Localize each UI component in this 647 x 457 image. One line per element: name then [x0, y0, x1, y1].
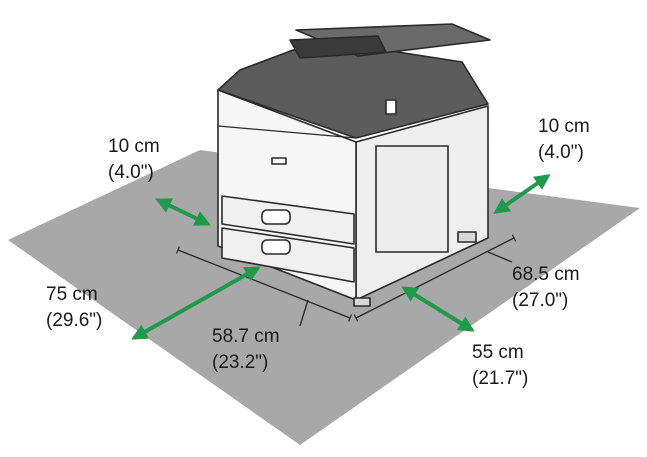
top-right-cm-label: 10 cm	[538, 116, 590, 137]
front-width-in-label: (23.2")	[212, 352, 268, 373]
depth-leader	[487, 251, 513, 263]
front-width-leader	[299, 299, 309, 327]
tray-2-handle	[261, 239, 291, 255]
front-clearance-arrow	[401, 286, 475, 332]
top-right-clearance-arrow	[493, 174, 551, 214]
front-label	[271, 157, 287, 165]
top-left-in-label: (4.0")	[108, 162, 154, 183]
front-cm-label: 55 cm	[472, 342, 524, 363]
clearance-arrows	[131, 174, 551, 340]
left-clearance-arrow	[131, 266, 261, 340]
top-left-cm-label: 10 cm	[108, 136, 160, 157]
left-cm-label: 75 cm	[46, 284, 98, 305]
clearance-labels: 10 cm (4.0") 75 cm (29.6") 58.7 cm (23.2…	[46, 116, 590, 389]
dimension-lines	[176, 234, 517, 327]
depth-dim-line	[353, 234, 517, 322]
front-width-cm-label: 58.7 cm	[212, 326, 280, 347]
side-door	[375, 145, 449, 253]
depth-cm-label: 68.5 cm	[512, 264, 580, 285]
printer-foot-right	[457, 231, 477, 243]
depth-in-label: (27.0")	[512, 290, 568, 311]
front-width-dim-line	[176, 246, 352, 322]
left-in-label: (29.6")	[46, 310, 102, 331]
printer-foot-left	[353, 297, 371, 307]
top-left-clearance-arrow	[155, 198, 211, 226]
control-panel	[289, 35, 387, 59]
top-right-in-label: (4.0")	[538, 142, 584, 163]
front-in-label: (21.7")	[472, 368, 528, 389]
side-handle	[385, 99, 397, 115]
tray-1-handle	[261, 209, 291, 225]
